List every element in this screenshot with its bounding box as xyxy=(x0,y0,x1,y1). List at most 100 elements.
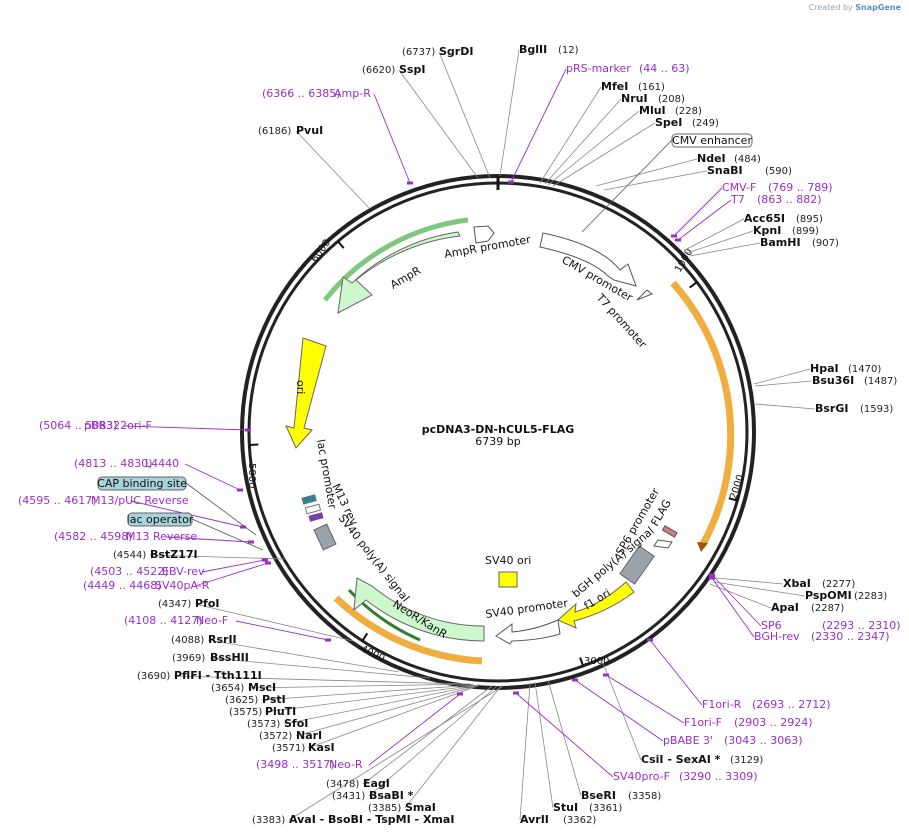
site-leader-line xyxy=(552,122,656,187)
site-position: (590) xyxy=(765,166,792,177)
site-name: BamHI xyxy=(760,236,801,249)
primer-range: (4595 .. 4617) xyxy=(18,494,97,507)
site-leader-line xyxy=(713,581,806,597)
primer-site-mark xyxy=(457,692,463,696)
primer-site-mark xyxy=(513,691,519,695)
site-name: PluTI xyxy=(265,705,296,718)
primer-range: (6366 .. 6385) xyxy=(262,87,341,100)
primer-name: SV40pro-F xyxy=(613,770,670,783)
primer-leader-line xyxy=(510,68,567,183)
site-name: PfoI xyxy=(195,597,220,610)
site-position: (3129) xyxy=(730,755,763,766)
primer-name: F1ori-F xyxy=(684,716,722,729)
site-leader-line xyxy=(288,685,504,821)
site-name: RsrII xyxy=(208,633,237,646)
primer-leader-line xyxy=(368,693,461,766)
primer-leader-line xyxy=(201,559,266,573)
site-position: (228) xyxy=(675,106,702,117)
flag-tag xyxy=(661,525,678,538)
primer-range: (3043 .. 3063) xyxy=(724,734,803,747)
site-position: (1470) xyxy=(848,364,881,375)
site-name: PflFI - Tth111I xyxy=(174,669,262,682)
site-position: (3572) xyxy=(259,731,292,742)
primer-range: (4449 .. 4468) xyxy=(83,579,162,592)
tick-mark xyxy=(689,281,698,289)
tick-mark xyxy=(361,632,369,642)
primer-site-mark xyxy=(603,673,609,677)
site-position: (3358) xyxy=(628,791,661,802)
site-leader-line xyxy=(603,170,708,191)
site-position: (3383) xyxy=(252,815,285,826)
site-leader-line xyxy=(247,683,472,689)
site-name: MscI xyxy=(248,681,276,694)
boxed-label-text: CMV enhancer xyxy=(672,134,752,147)
site-leader-line xyxy=(207,639,400,673)
primer-site-mark xyxy=(709,576,715,580)
site-position: (4347) xyxy=(158,599,191,610)
primer-site-mark xyxy=(248,540,254,544)
primer-leader-line xyxy=(673,187,723,237)
site-position: (6186) xyxy=(258,126,291,137)
feature-label: AmpR xyxy=(388,264,423,292)
site-name: SfoI xyxy=(284,717,308,730)
site-name: BssHII xyxy=(210,651,249,664)
site-name: KpnI xyxy=(753,224,781,237)
primer-range: (3290 .. 3309) xyxy=(679,770,758,783)
box-leader-line xyxy=(191,518,264,551)
site-position: (3690) xyxy=(137,671,170,682)
site-leader-line xyxy=(149,554,287,560)
primer-range: (2903 .. 2924) xyxy=(734,716,813,729)
site-leader-line xyxy=(519,682,531,821)
site-position: (3571) xyxy=(272,743,305,754)
site-position: (1593) xyxy=(860,404,893,415)
site-leader-line xyxy=(547,110,640,186)
site-position: (4088) xyxy=(171,635,204,646)
primer-name: Amp-R xyxy=(334,87,371,100)
site-name: AvaI - BsoBI - TspMI - XmaI xyxy=(289,813,454,826)
primer-name: SP6 xyxy=(761,619,782,632)
site-name: Bsu36I xyxy=(812,374,854,387)
primer-name: BGH-rev xyxy=(754,630,800,643)
site-position: (3361) xyxy=(589,803,622,814)
site-leader-line xyxy=(194,603,354,642)
primer-site-mark xyxy=(671,234,677,238)
site-name: SpeI xyxy=(655,116,682,129)
site-leader-line xyxy=(534,681,554,809)
t7-promoter-arrow xyxy=(636,289,653,301)
site-leader-line xyxy=(753,368,811,385)
site-leader-line xyxy=(438,51,491,179)
site-leader-line xyxy=(295,684,481,737)
site-name: BseRI xyxy=(581,789,616,802)
neor-kanr-arrow xyxy=(353,577,485,642)
snapgene-logo: SnapGene xyxy=(855,3,901,12)
site-position: (3625) xyxy=(225,695,258,706)
site-name: PvuI xyxy=(296,124,323,137)
primer-site-mark xyxy=(240,525,246,529)
sv40-promoter-arrow xyxy=(495,619,561,645)
insert-arrowhead xyxy=(697,542,708,552)
site-name: MluI xyxy=(639,104,666,117)
site-position: (3575) xyxy=(229,707,262,718)
m13-rev-mark xyxy=(308,512,324,522)
primer-name: pBABE 3' xyxy=(663,734,713,747)
primer-leader-line xyxy=(649,639,703,706)
site-position: (208) xyxy=(658,94,685,105)
primer-name: Neo-F xyxy=(196,614,228,627)
site-leader-line xyxy=(595,158,698,187)
site-name: CsiI - SexAI * xyxy=(641,753,721,766)
site-position: (907) xyxy=(812,238,839,249)
boxed-label-text: lac operator xyxy=(127,513,194,526)
site-labels: (6737)SgrDI(12)BglII(6620)SspI(161)MfeI(… xyxy=(18,43,901,826)
bgh-polya-box xyxy=(619,545,655,585)
primer-leader-line xyxy=(194,562,269,587)
ampr-orf-arc xyxy=(323,217,469,302)
site-leader-line xyxy=(547,679,582,797)
site-name: KasI xyxy=(308,741,335,754)
primer-range: (2330 .. 2347) xyxy=(811,630,890,643)
tick-label: 5000 xyxy=(246,463,257,488)
feature-label: SV40 ori xyxy=(485,554,531,567)
primer-site-mark xyxy=(245,428,251,432)
boxed-label-frame xyxy=(97,476,187,491)
primer-leader-line xyxy=(123,425,249,431)
